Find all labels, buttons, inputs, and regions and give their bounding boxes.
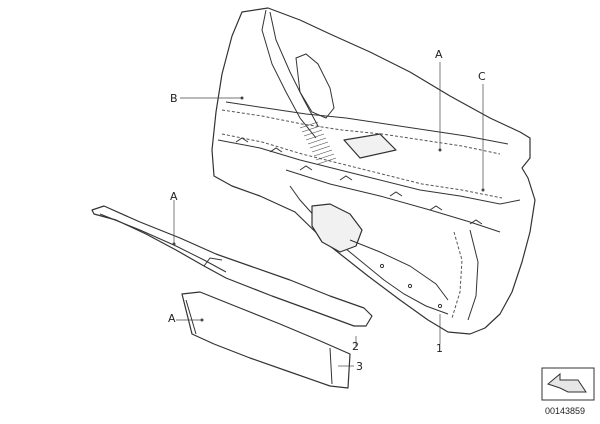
reference-number: 00143859: [545, 406, 585, 416]
decor-trim-strip-upper: [91, 205, 373, 327]
label-a-top: A: [435, 48, 443, 61]
speaker-grille-hatch: [299, 121, 337, 165]
label-c: C: [478, 70, 486, 83]
label-part-1: 1: [436, 342, 443, 355]
decor-trim-lower: [181, 291, 351, 389]
label-b: B: [170, 92, 178, 105]
label-a-lower: A: [168, 312, 176, 325]
label-part-2: 2: [352, 340, 359, 353]
arrow-icon: [546, 372, 587, 393]
label-part-3: 3: [356, 360, 363, 373]
leader-lines: [172, 62, 485, 367]
door-trim-panel: [211, 7, 536, 335]
label-a-left: A: [170, 190, 178, 203]
reference-box: [541, 367, 595, 401]
